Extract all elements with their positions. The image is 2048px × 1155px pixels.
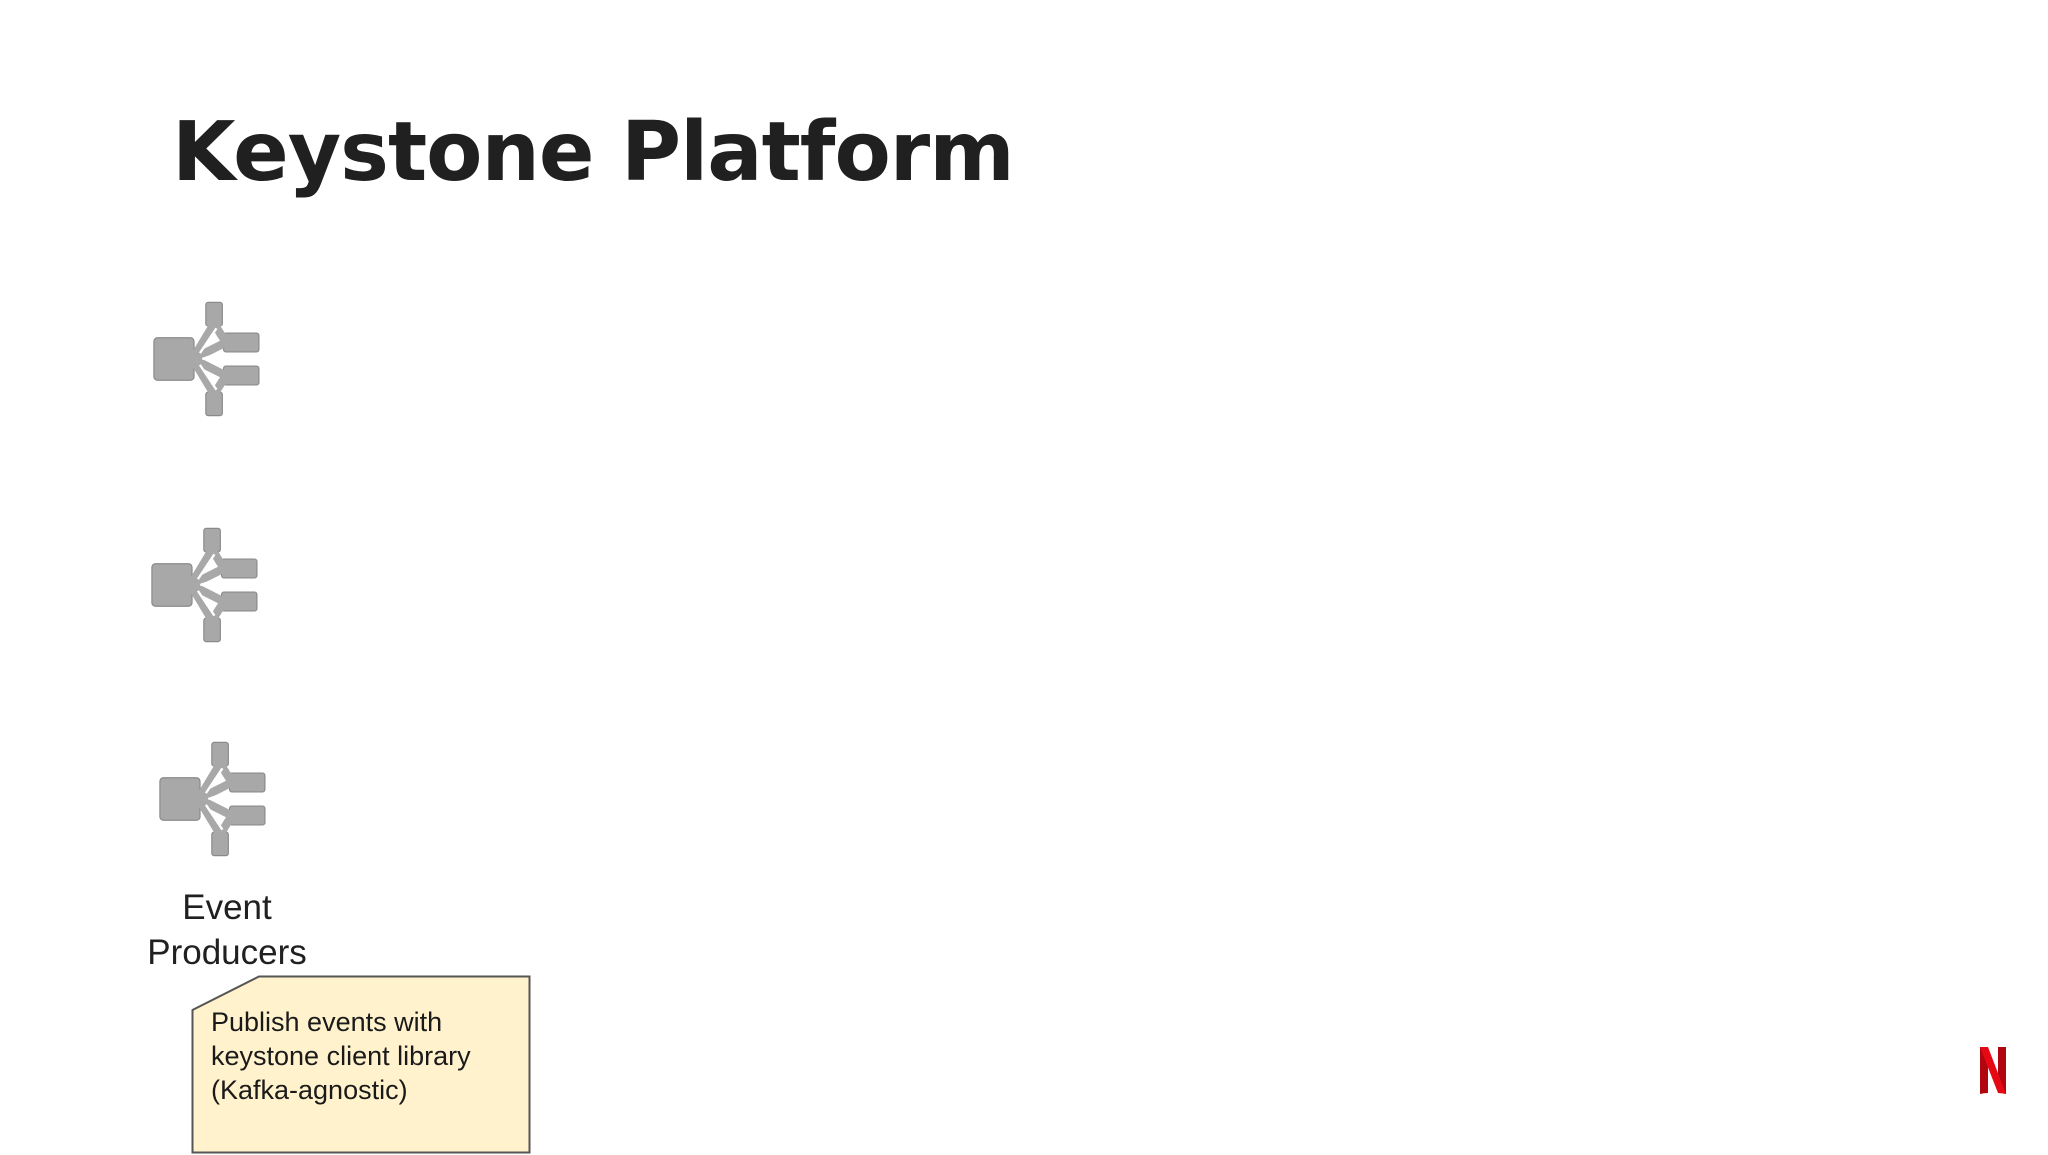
callout-text: Publish events with keystone client libr… bbox=[211, 1005, 521, 1107]
callout-line: keystone client library bbox=[211, 1041, 471, 1071]
callout-line: (Kafka-agnostic) bbox=[211, 1075, 408, 1105]
netflix-logo-icon bbox=[1978, 1046, 2008, 1094]
event-producers-label: Event Producers bbox=[127, 885, 327, 975]
event-producer-icon bbox=[154, 740, 272, 858]
event-producers-label-line1: Event bbox=[182, 888, 272, 927]
slide-title: Keystone Platform bbox=[172, 105, 1015, 200]
event-producers-label-line2: Producers bbox=[147, 933, 307, 972]
callout-note: Publish events with keystone client libr… bbox=[191, 975, 531, 1155]
event-producer-icon bbox=[148, 300, 266, 418]
callout-line: Publish events with bbox=[211, 1007, 443, 1037]
event-producer-icon bbox=[146, 526, 264, 644]
